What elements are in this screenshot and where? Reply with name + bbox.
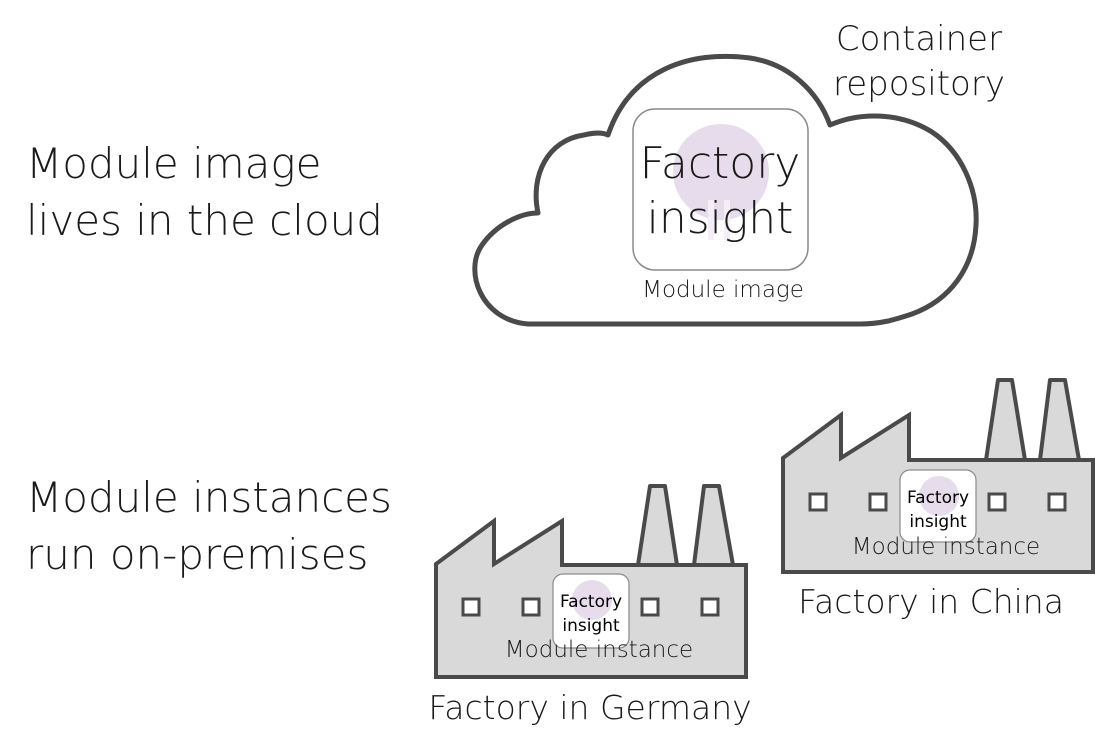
germany-module-title-line1: Factory (560, 592, 622, 612)
module-image-caption: Module image (642, 277, 804, 303)
china-module-tile: Factory insight (899, 469, 977, 543)
germany-module-title-line2: insight (562, 616, 620, 636)
cloud-label-line2: lives in the cloud (26, 196, 383, 245)
module-image-title-line1: Factory (640, 138, 801, 189)
repo-label-line1: Container (836, 19, 1002, 59)
lightbulb-icon (673, 124, 769, 240)
module-image-tile: Factory insight (632, 108, 809, 271)
lightbulb-icon (572, 580, 612, 620)
cloud-label-line1: Module image (26, 139, 321, 188)
module-image-title-line2: insight (647, 193, 794, 244)
repo-label-line2: repository (833, 64, 1005, 104)
china-factory-caption: Factory in China (798, 582, 1064, 621)
china-module-title-line2: insight (909, 512, 967, 532)
germany-module-caption: Module instance (505, 637, 693, 663)
china-module-title-line1: Factory (907, 488, 969, 508)
lightbulb-icon (919, 476, 959, 516)
china-module-caption: Module instance (852, 534, 1040, 560)
premises-label-line1: Module instances (26, 473, 392, 522)
germany-module-tile: Factory insight (552, 573, 630, 649)
germany-factory-caption: Factory in Germany (428, 688, 751, 727)
premises-label-line2: run on-premises (26, 530, 368, 579)
